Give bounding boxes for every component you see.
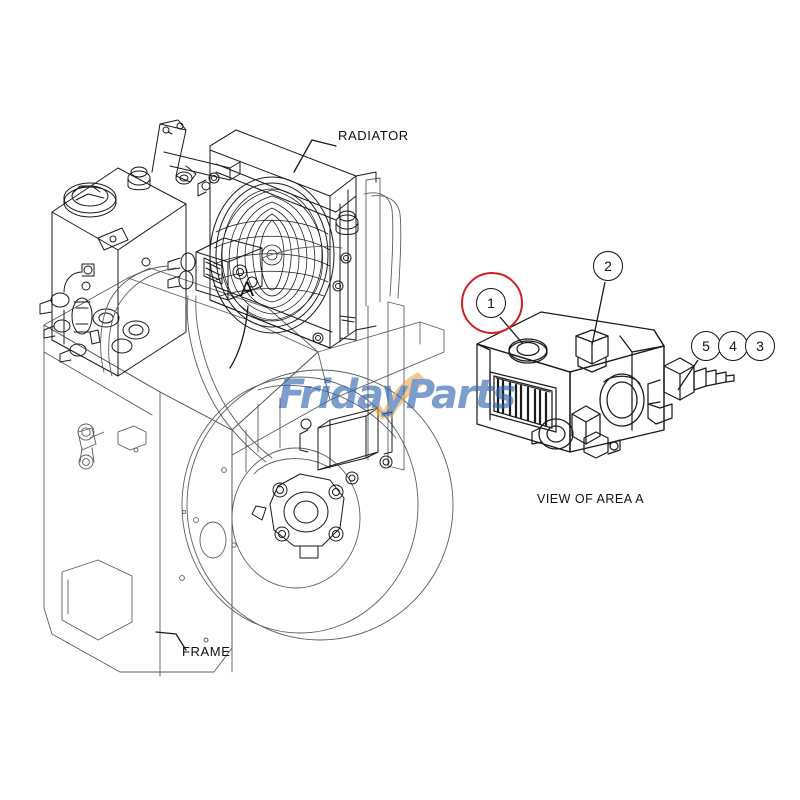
callout-2[interactable]: 2 <box>593 251 623 281</box>
machine-valve-block <box>167 237 263 301</box>
callout-3[interactable]: 3 <box>745 331 775 361</box>
leader-callout-5 <box>677 359 699 391</box>
highlight-ring-callout-1 <box>461 272 523 334</box>
tank-mount-bracket <box>151 119 241 191</box>
label-view-of-area-a: VIEW OF AREA A <box>537 492 645 506</box>
hydraulic-hoses <box>100 192 402 463</box>
label-radiator: RADIATOR <box>338 128 409 143</box>
radiator-brackets <box>197 171 377 344</box>
drum-drive-motor <box>251 473 345 559</box>
motor-cover-plate <box>299 407 393 485</box>
label-frame: FRAME <box>182 644 231 659</box>
hydraulic-tank <box>51 166 187 377</box>
callout-1[interactable]: 1 <box>476 288 506 318</box>
hose-fittings <box>39 263 95 363</box>
callout-5[interactable]: 5 <box>691 331 721 361</box>
detail-leader-lines <box>499 281 699 391</box>
leader-lines <box>155 139 337 651</box>
radiator-assembly <box>209 129 359 349</box>
machine-frame <box>43 177 445 677</box>
drum-roller <box>181 369 454 641</box>
cooling-fan <box>213 188 331 322</box>
leader-callout-2 <box>591 281 606 346</box>
callout-4[interactable]: 4 <box>718 331 748 361</box>
label-area-a-marker: A <box>240 278 255 301</box>
